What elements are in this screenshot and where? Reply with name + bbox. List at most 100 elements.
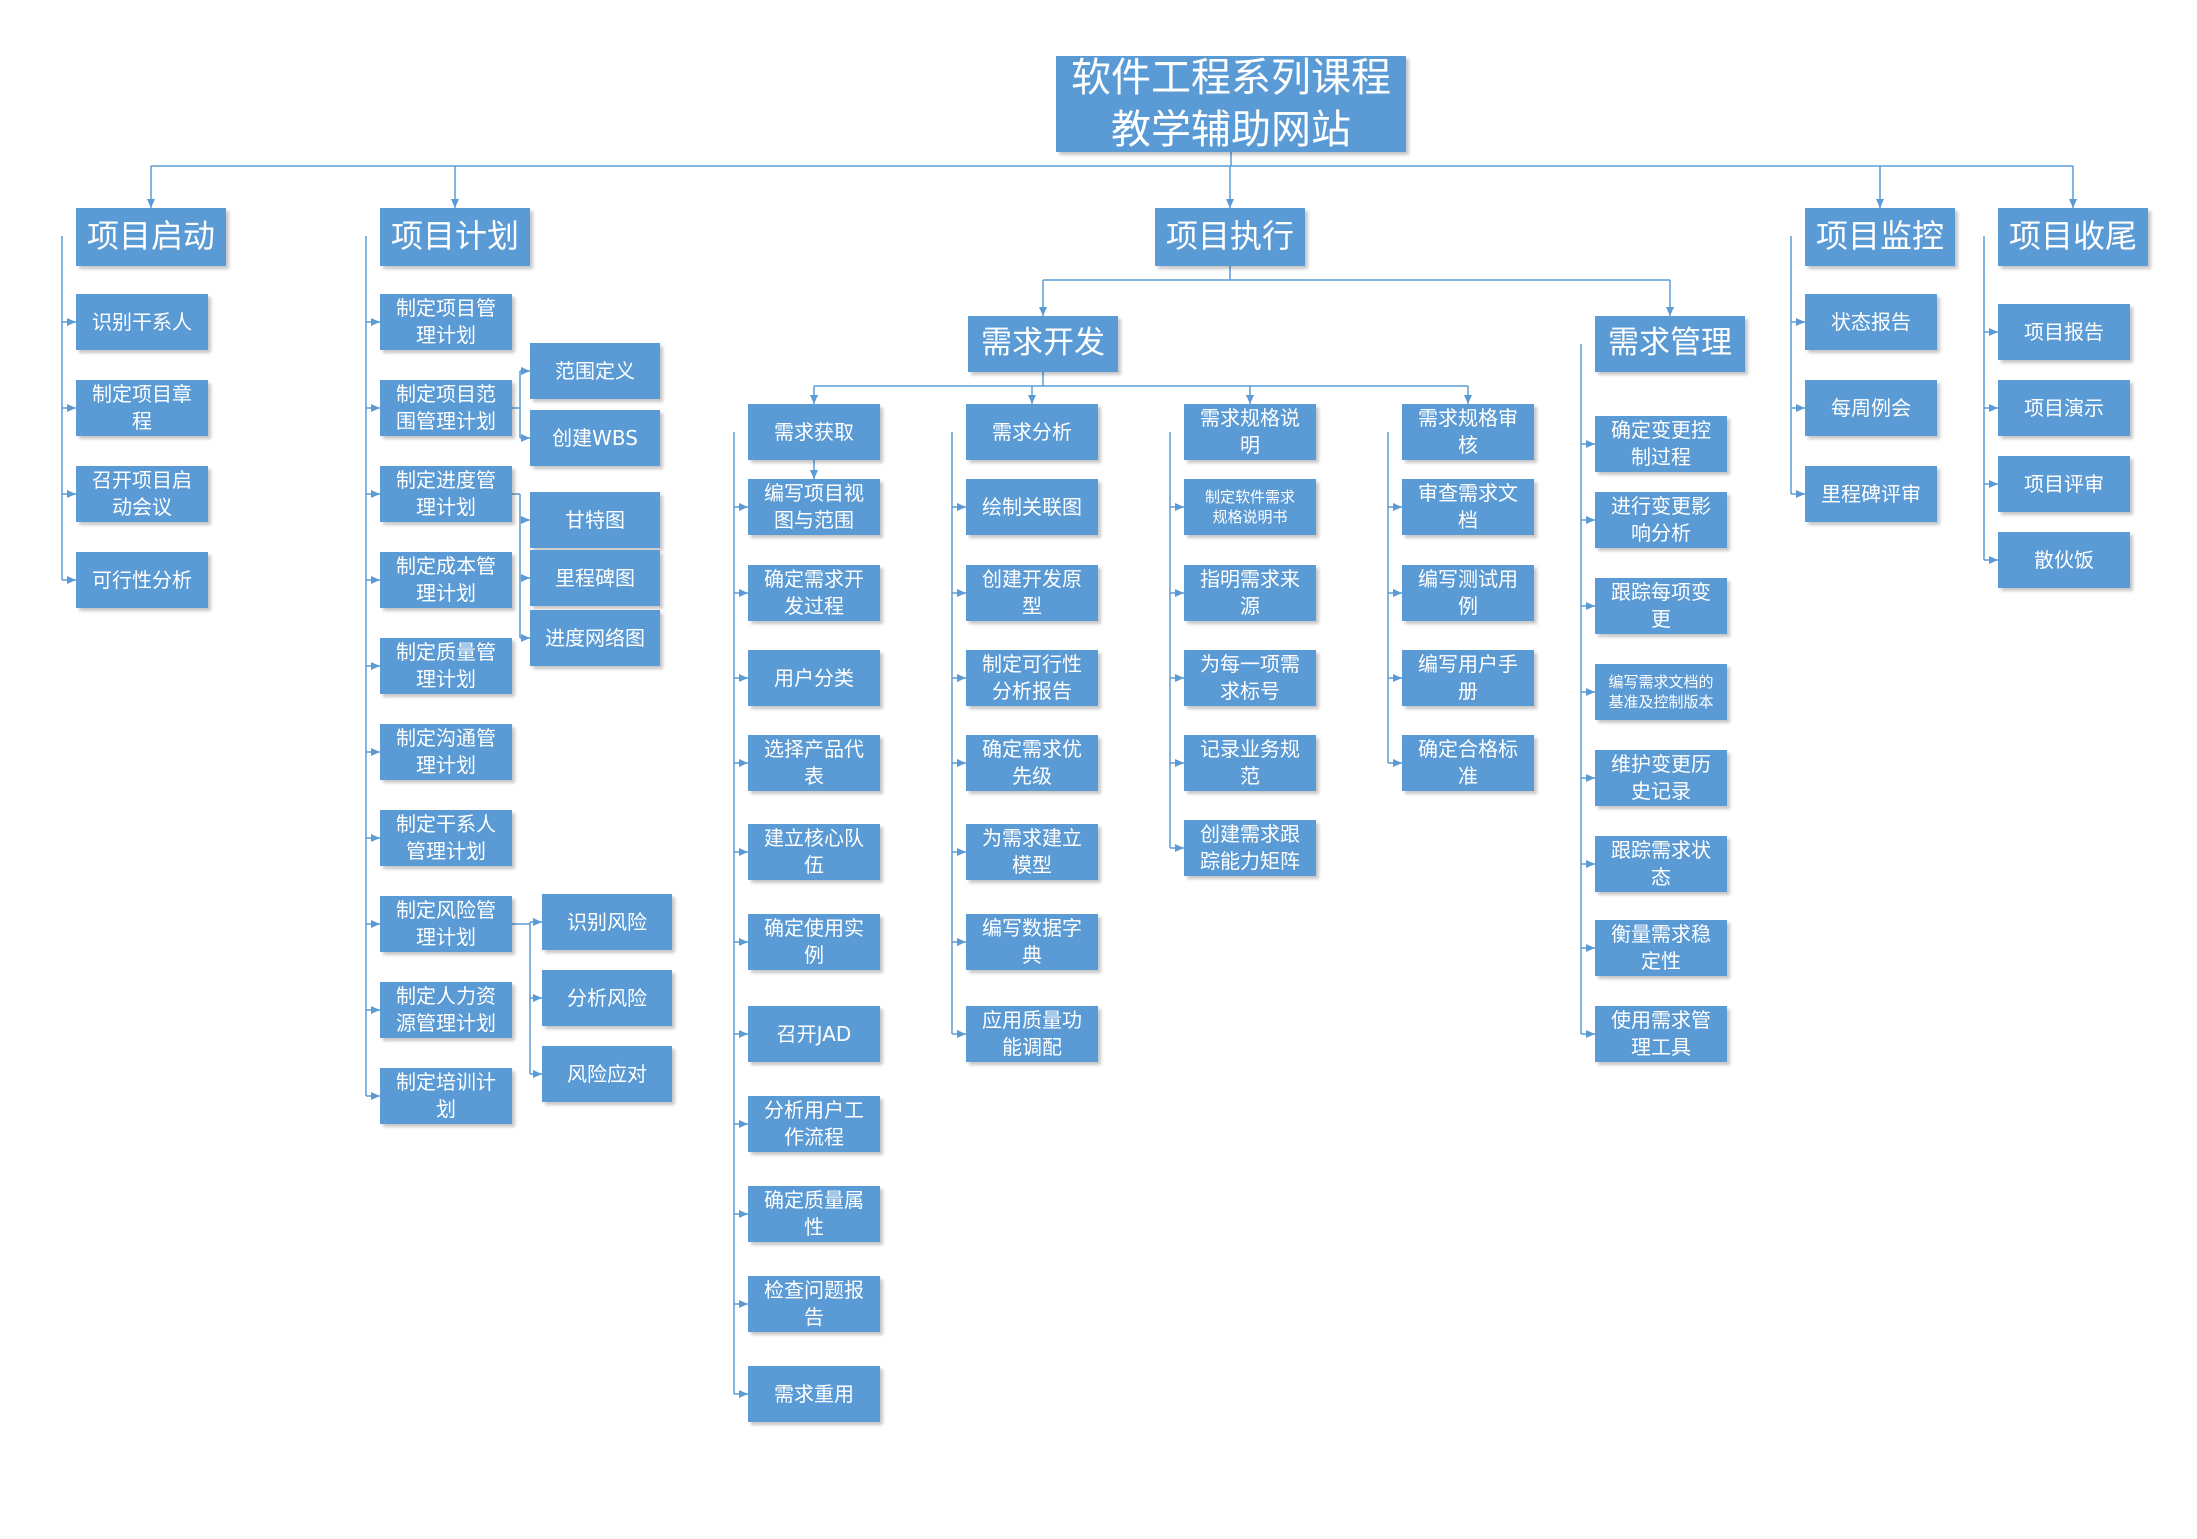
phase-project-monitor: 项目监控 [1805, 208, 1955, 266]
elicit-task-9: 检查问题报告 [748, 1276, 880, 1332]
spec-task-1-label: 指明需求来源 [1200, 567, 1300, 618]
plan-task-2-label: 制定进度管理计划 [396, 468, 496, 519]
mgmt-task-6-label: 衡量需求稳定性 [1611, 922, 1711, 973]
exec-dev-node-label: 需求开发 [981, 325, 1105, 362]
plan-risk-sub-0: 识别风险 [542, 894, 672, 950]
elicit-task-3: 选择产品代表 [748, 735, 880, 791]
analysis-task-5: 编写数据字典 [966, 914, 1098, 970]
review-task-0-label: 审查需求文档 [1418, 481, 1518, 532]
spec-task-2-label: 为每一项需求标号 [1200, 652, 1300, 703]
monitor-task-1: 每周例会 [1805, 380, 1937, 436]
mgmt-task-4: 维护变更历史记录 [1595, 750, 1727, 806]
start-task-2: 召开项目启动会议 [76, 466, 208, 522]
analysis-task-3: 确定需求优先级 [966, 735, 1098, 791]
close-task-0: 项目报告 [1998, 304, 2130, 360]
review-task-0: 审查需求文档 [1402, 479, 1534, 535]
plan-task-1-label: 制定项目范围管理计划 [396, 382, 496, 433]
review-task-2-label: 编写用户手册 [1418, 652, 1518, 703]
elicit-task-7-label: 分析用户工作流程 [764, 1098, 864, 1149]
review-task-2: 编写用户手册 [1402, 650, 1534, 706]
plan-task-7: 制定风险管理计划 [380, 896, 512, 952]
mgmt-task-4-label: 维护变更历史记录 [1611, 752, 1711, 803]
mgmt-task-5-label: 跟踪需求状态 [1611, 838, 1711, 889]
spec-task-3-label: 记录业务规范 [1200, 737, 1300, 788]
root-node-label: 软件工程系列课程教学辅助网站 [1071, 55, 1391, 153]
dev-group-2: 需求规格说明 [1184, 404, 1316, 460]
phase-project-start: 项目启动 [76, 208, 226, 266]
plan-task-5-label: 制定沟通管理计划 [396, 726, 496, 777]
plan-task-1: 制定项目范围管理计划 [380, 380, 512, 436]
mgmt-task-0-label: 确定变更控制过程 [1611, 418, 1711, 469]
plan-risk-sub-1: 分析风险 [542, 970, 672, 1026]
plan-task-2: 制定进度管理计划 [380, 466, 512, 522]
mgmt-task-2-label: 跟踪每项变更 [1611, 580, 1711, 631]
analysis-task-2-label: 制定可行性分析报告 [982, 652, 1082, 703]
review-task-1-label: 编写测试用例 [1418, 567, 1518, 618]
plan-task-4: 制定质量管理计划 [380, 638, 512, 694]
plan-scope-sub-0-label: 范围定义 [555, 358, 635, 383]
elicit-task-4: 建立核心队伍 [748, 824, 880, 880]
elicit-task-1: 确定需求开发过程 [748, 565, 880, 621]
mgmt-task-2: 跟踪每项变更 [1595, 578, 1727, 634]
exec-dev-node: 需求开发 [968, 316, 1118, 372]
monitor-task-0: 状态报告 [1805, 294, 1937, 350]
plan-scope-sub-1: 创建WBS [530, 410, 660, 466]
mgmt-task-6: 衡量需求稳定性 [1595, 920, 1727, 976]
analysis-task-6-label: 应用质量功能调配 [982, 1008, 1082, 1059]
spec-task-4: 创建需求跟踪能力矩阵 [1184, 820, 1316, 876]
dev-group-0: 需求获取 [748, 404, 880, 460]
review-task-3: 确定合格标准 [1402, 735, 1534, 791]
plan-task-9-label: 制定培训计划 [396, 1070, 496, 1121]
mgmt-task-1: 进行变更影响分析 [1595, 492, 1727, 548]
plan-task-9: 制定培训计划 [380, 1068, 512, 1124]
elicit-task-6: 召开JAD [748, 1006, 880, 1062]
dev-group-1: 需求分析 [966, 404, 1098, 460]
dev-group-2-label: 需求规格说明 [1200, 406, 1300, 457]
mgmt-task-7: 使用需求管理工具 [1595, 1006, 1727, 1062]
plan-task-7-label: 制定风险管理计划 [396, 898, 496, 949]
close-task-1-label: 项目演示 [2024, 395, 2104, 420]
elicit-task-2-label: 用户分类 [774, 665, 854, 690]
analysis-task-5-label: 编写数据字典 [982, 916, 1082, 967]
plan-scope-sub-1-label: 创建WBS [552, 425, 638, 450]
exec-mgmt-node-label: 需求管理 [1608, 325, 1732, 362]
mgmt-task-3-label: 编写需求文档的基准及控制版本 [1608, 672, 1714, 711]
review-task-3-label: 确定合格标准 [1418, 737, 1518, 788]
plan-risk-sub-0-label: 识别风险 [567, 909, 647, 934]
analysis-task-6: 应用质量功能调配 [966, 1006, 1098, 1062]
close-task-0-label: 项目报告 [2024, 319, 2104, 344]
analysis-task-4-label: 为需求建立模型 [982, 826, 1082, 877]
dev-group-1-label: 需求分析 [992, 419, 1072, 444]
mgmt-task-7-label: 使用需求管理工具 [1611, 1008, 1711, 1059]
phase-project-execute: 项目执行 [1155, 208, 1305, 266]
dev-group-3-label: 需求规格审核 [1418, 406, 1518, 457]
spec-task-0-label: 制定软件需求规格说明书 [1204, 487, 1295, 526]
close-task-3-label: 散伙饭 [2034, 547, 2094, 572]
analysis-task-2: 制定可行性分析报告 [966, 650, 1098, 706]
plan-risk-sub-1-label: 分析风险 [567, 985, 647, 1010]
mgmt-task-3: 编写需求文档的基准及控制版本 [1595, 664, 1727, 720]
start-task-0-label: 识别干系人 [92, 309, 192, 334]
spec-task-3: 记录业务规范 [1184, 735, 1316, 791]
phase-project-plan: 项目计划 [380, 208, 530, 266]
monitor-task-2-label: 里程碑评审 [1821, 481, 1921, 506]
phase-project-monitor-label: 项目监控 [1815, 217, 1944, 256]
mgmt-task-0: 确定变更控制过程 [1595, 416, 1727, 472]
review-task-1: 编写测试用例 [1402, 565, 1534, 621]
monitor-task-0-label: 状态报告 [1831, 309, 1911, 334]
elicit-task-5: 确定使用实例 [748, 914, 880, 970]
plan-task-0: 制定项目管理计划 [380, 294, 512, 350]
close-task-2-label: 项目评审 [2024, 471, 2104, 496]
plan-task-6: 制定干系人管理计划 [380, 810, 512, 866]
plan-schedule-sub-1-label: 里程碑图 [555, 565, 635, 590]
plan-task-4-label: 制定质量管理计划 [396, 640, 496, 691]
elicit-task-8: 确定质量属性 [748, 1186, 880, 1242]
analysis-task-0: 绘制关联图 [966, 479, 1098, 535]
mgmt-task-5: 跟踪需求状态 [1595, 836, 1727, 892]
plan-scope-sub-0: 范围定义 [530, 343, 660, 399]
plan-schedule-sub-0-label: 甘特图 [565, 507, 625, 532]
plan-schedule-sub-0: 甘特图 [530, 492, 660, 548]
monitor-task-2: 里程碑评审 [1805, 466, 1937, 522]
exec-mgmt-node: 需求管理 [1595, 316, 1745, 372]
elicit-task-0-label: 编写项目视图与范围 [764, 481, 864, 532]
